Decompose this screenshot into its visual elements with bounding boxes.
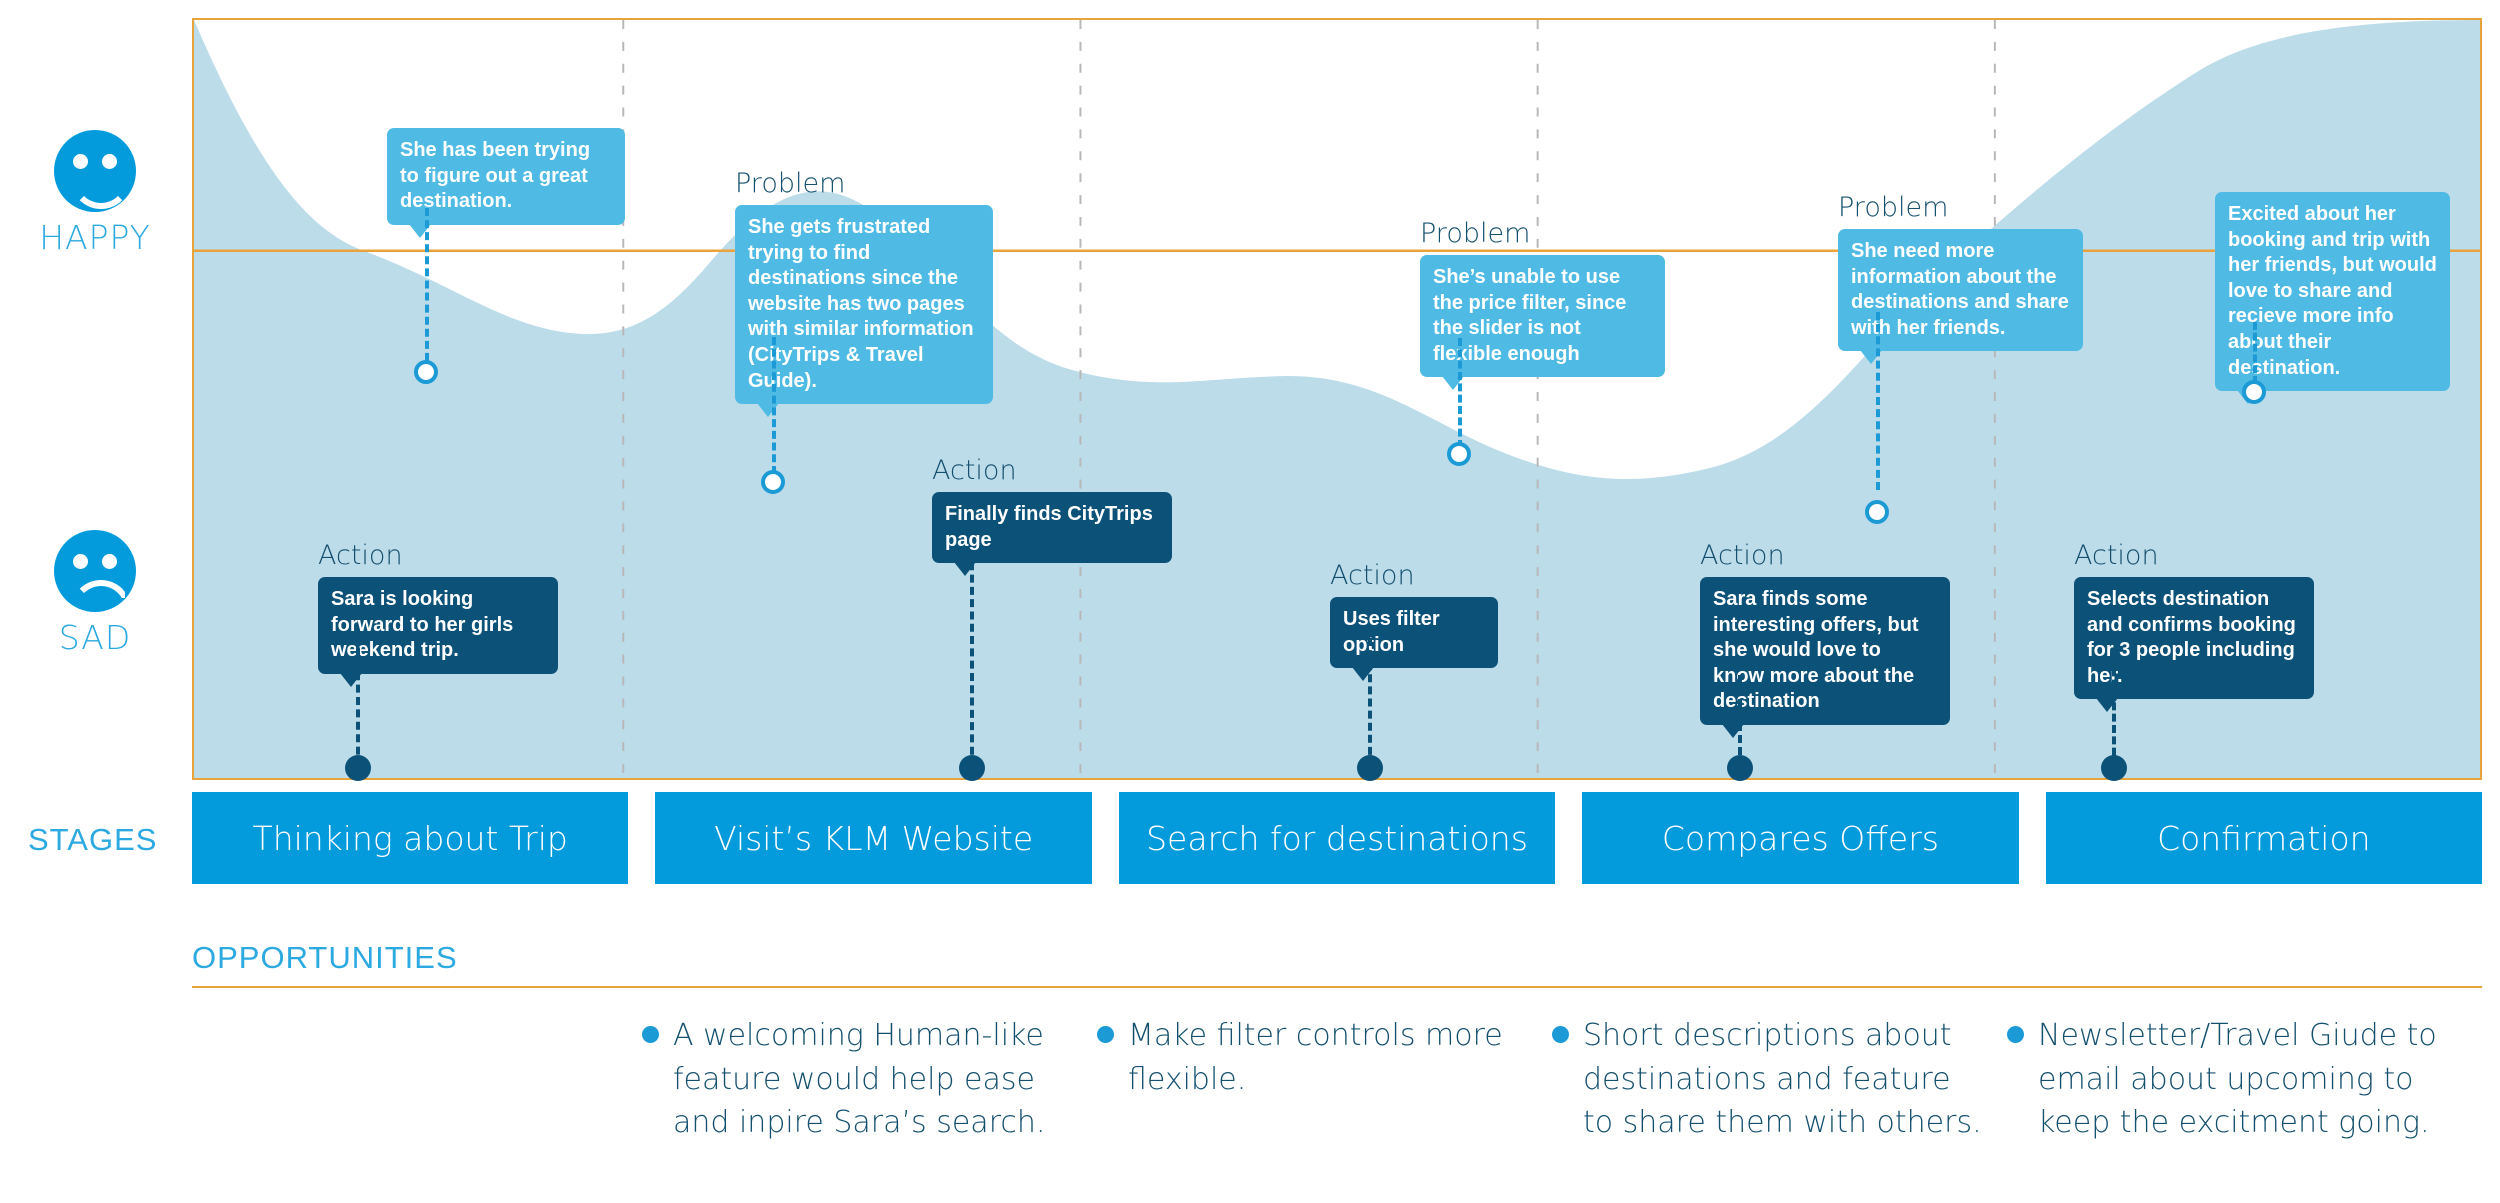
callout-kicker: Problem <box>1420 218 1531 249</box>
opportunity-text: Make filter controls more flexible. <box>1128 1018 1503 1097</box>
leader-line-emotion-2 <box>772 337 776 474</box>
callout-bubble: She has been trying to figure out a grea… <box>387 128 625 238</box>
stages-bar: Thinking about Trip Visit’s KLM Website … <box>192 792 2483 884</box>
stage-item-4[interactable]: Compares Offers <box>1582 792 2019 884</box>
frowny-mouth-icon <box>71 580 131 614</box>
callout-kicker: Action <box>318 540 403 571</box>
callout-action-4[interactable]: Action Sara finds some interesting offer… <box>1700 540 1950 738</box>
callout-bubble: Uses filter option <box>1330 597 1498 682</box>
happy-axis-label: HAPPY <box>0 130 190 257</box>
opportunity-item-1: A welcoming Human-like feature would hel… <box>642 1014 1097 1145</box>
action-marker-4[interactable] <box>1727 755 1753 781</box>
smiley-eye-left-icon <box>73 154 88 169</box>
sad-axis-label: SAD <box>0 530 190 657</box>
callout-action-2[interactable]: Action Finally finds CityTrips page <box>932 455 1172 577</box>
callout-action-1[interactable]: Action Sara is looking forward to her gi… <box>318 540 558 687</box>
opportunities-section: OPPORTUNITIES A welcoming Human-like fea… <box>192 940 2482 1145</box>
leader-line-emotion-1 <box>425 208 429 373</box>
bullet-icon <box>1552 1026 1569 1043</box>
opportunity-item-4: Newsletter/Travel Giude to email about u… <box>2007 1014 2462 1145</box>
callout-emotion-4[interactable]: Problem She need more information about … <box>1838 192 2083 365</box>
callout-kicker: Action <box>1330 560 1415 591</box>
callout-bubble: She’s unable to use the price filter, si… <box>1420 255 1665 391</box>
leader-line-action-1 <box>356 635 360 767</box>
opportunities-list: A welcoming Human-like feature would hel… <box>192 1014 2482 1145</box>
emotion-marker-1[interactable] <box>414 360 438 384</box>
callout-emotion-3[interactable]: Problem She’s unable to use the price fi… <box>1420 218 1665 391</box>
callout-action-3[interactable]: Action Uses filter option <box>1330 560 1498 682</box>
leader-line-action-3 <box>1368 638 1372 767</box>
emotion-marker-3[interactable] <box>1447 442 1471 466</box>
leader-line-emotion-3 <box>1458 338 1462 448</box>
leader-line-action-2 <box>970 550 974 767</box>
callout-kicker: Action <box>1700 540 1785 571</box>
callout-emotion-5[interactable]: Excited about her booking and trip with … <box>2215 192 2450 405</box>
smiley-face-icon <box>54 130 136 212</box>
callout-bubble: Selects destination and confirms booking… <box>2074 577 2314 713</box>
happy-label-text: HAPPY <box>39 218 151 257</box>
callout-bubble: Excited about her booking and trip with … <box>2215 192 2450 405</box>
stage-item-5[interactable]: Confirmation <box>2045 792 2483 884</box>
stage-item-1[interactable]: Thinking about Trip <box>192 792 629 884</box>
emotion-axis: HAPPY SAD <box>0 0 190 790</box>
emotion-marker-4[interactable] <box>1865 500 1889 524</box>
emotion-marker-2[interactable] <box>761 470 785 494</box>
emotion-marker-5[interactable] <box>2242 380 2266 404</box>
callout-action-5[interactable]: Action Selects destination and confirms … <box>2074 540 2314 713</box>
leader-line-action-4 <box>1738 675 1742 767</box>
stages-axis-label: STAGES <box>28 822 158 857</box>
opportunities-title: OPPORTUNITIES <box>192 940 458 975</box>
callout-bubble: Finally finds CityTrips page <box>932 492 1172 577</box>
leader-line-action-5 <box>2112 657 2116 767</box>
sad-label-text: SAD <box>58 618 132 657</box>
opportunity-item-3: Short descriptions about destinations an… <box>1552 1014 2007 1145</box>
action-marker-1[interactable] <box>345 755 371 781</box>
action-marker-2[interactable] <box>959 755 985 781</box>
opportunities-divider <box>192 986 2482 988</box>
opportunity-item-2: Make filter controls more flexible. <box>1097 1014 1552 1145</box>
stage-item-2[interactable]: Visit’s KLM Website <box>655 792 1092 884</box>
smiley-eye-right-icon <box>102 154 117 169</box>
callout-emotion-1[interactable]: She has been trying to figure out a grea… <box>387 128 625 238</box>
callout-kicker: Action <box>932 455 1017 486</box>
callout-bubble: She gets frustrated trying to find desti… <box>735 205 993 418</box>
callout-kicker: Problem <box>735 168 846 199</box>
bullet-icon <box>1097 1026 1114 1043</box>
smiley-mouth-icon <box>71 173 131 209</box>
callout-kicker: Action <box>2074 540 2159 571</box>
leader-line-emotion-4 <box>1876 312 1880 490</box>
frowny-face-icon <box>54 530 136 612</box>
frowny-eye-left-icon <box>73 554 88 569</box>
stage-item-3[interactable]: Search for destinations <box>1118 792 1556 884</box>
action-marker-3[interactable] <box>1357 755 1383 781</box>
opportunity-text: Short descriptions about destinations an… <box>1583 1018 1982 1140</box>
bullet-icon <box>2007 1026 2024 1043</box>
action-marker-5[interactable] <box>2101 755 2127 781</box>
opportunity-text: Newsletter/Travel Giude to email about u… <box>2038 1018 2437 1140</box>
bullet-icon <box>642 1026 659 1043</box>
leader-line-emotion-5 <box>2253 322 2257 384</box>
frowny-eye-right-icon <box>102 554 117 569</box>
callout-emotion-2[interactable]: Problem She gets frustrated trying to fi… <box>735 168 993 418</box>
callout-kicker: Problem <box>1838 192 1949 223</box>
opportunity-text: A welcoming Human-like feature would hel… <box>673 1018 1046 1140</box>
callout-bubble: Sara is looking forward to her girls wee… <box>318 577 558 687</box>
callout-bubble: She need more information about the dest… <box>1838 229 2083 365</box>
